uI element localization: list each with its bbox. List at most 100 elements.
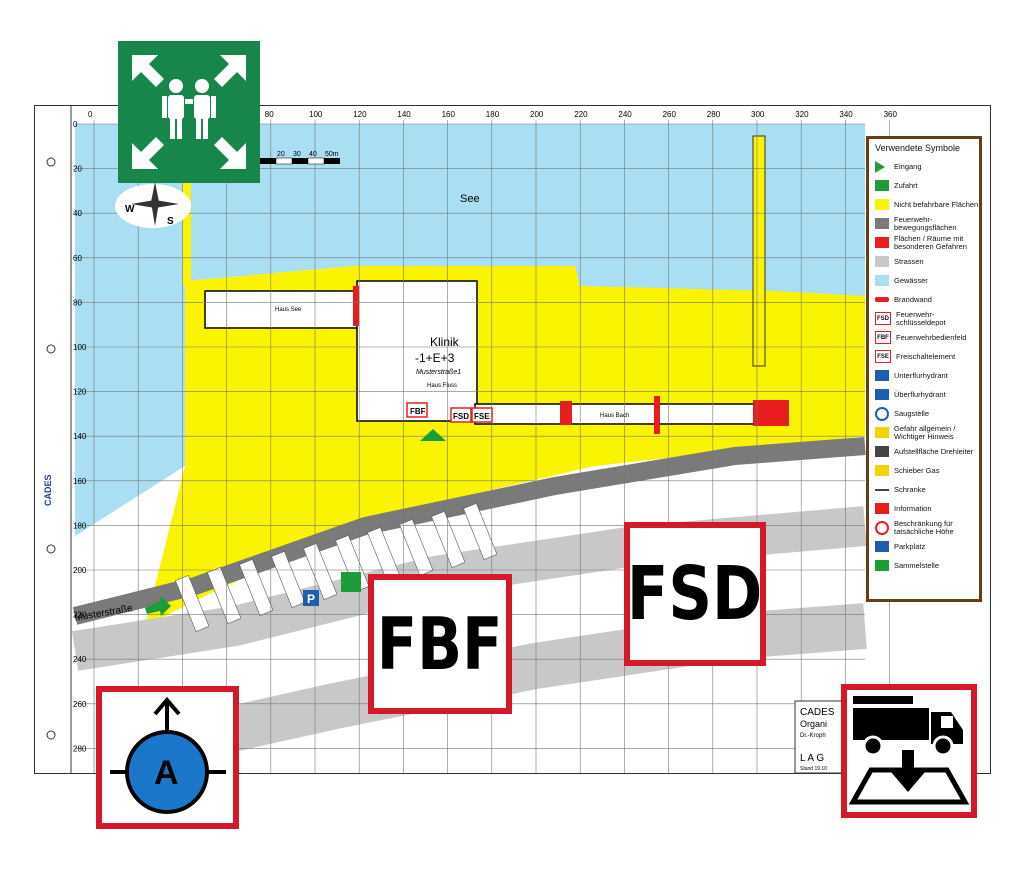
legend-label: Überflurhydrant: [894, 389, 946, 399]
parking-stall: [463, 502, 498, 560]
legend-swatch: [875, 256, 889, 267]
assembly-point-icon: [118, 41, 260, 183]
map-fbf-marker: [406, 402, 428, 418]
x-axis-label: 300: [751, 110, 765, 119]
map-fsd-marker: [450, 407, 472, 423]
legend-swatch: [875, 180, 889, 191]
connection-point-icon: A: [110, 696, 226, 814]
legend-item: Gefahr allgemein / Wichtiger Hinweis: [869, 423, 979, 442]
fire-truck-area-sign: [841, 684, 977, 818]
legend-label: Schranke: [894, 484, 926, 494]
y-axis-label: 240: [73, 655, 87, 664]
parking-stall: [303, 542, 338, 600]
punch-hole: [46, 344, 56, 354]
side-company-text: CADES: [43, 474, 53, 506]
assembly-point-sign: [118, 41, 260, 183]
x-axis-label: 120: [353, 110, 367, 119]
shore-strip: [183, 146, 191, 286]
site-plan-map: 0204060801001201401601802002202402602803…: [43, 106, 916, 773]
legend-label: Feuerwehr-bewegungsflächen: [894, 214, 957, 232]
legend-label: Schieber Gas: [894, 465, 940, 475]
compass-west: W: [125, 204, 135, 215]
legend-swatch: [875, 541, 889, 552]
legend-swatch: [875, 275, 889, 286]
x-axis-label: 0: [88, 110, 93, 119]
fsd-sign: FSD: [624, 522, 766, 666]
x-axis-label: 320: [795, 110, 809, 119]
legend-label: Beschränkung für tatsächliche Höhe: [894, 518, 954, 536]
access-arrow: [145, 596, 171, 616]
assembly-point-marker: [341, 572, 361, 592]
legend-item: Eingang: [869, 157, 979, 176]
x-axis-label: 200: [530, 110, 544, 119]
title-label: L A G: [800, 753, 824, 764]
legend-swatch: [875, 560, 889, 571]
legend-item: Saugstelle: [869, 404, 979, 423]
legend-label: Eingang: [894, 161, 922, 171]
fbf-sign: FBF: [368, 574, 512, 714]
legend-item: Aufstellfläche Drehleiter: [869, 442, 979, 461]
lake-area: [75, 124, 865, 536]
legend-swatch: [875, 160, 885, 173]
fire-wall-3: [654, 396, 660, 434]
haus-see-label: Haus See: [275, 307, 302, 313]
x-axis-label: 240: [618, 110, 632, 119]
punch-hole: [46, 157, 56, 167]
lake-label: See: [460, 193, 480, 205]
connection-point-letter: A: [154, 754, 179, 792]
map-fse-text: FSE: [474, 412, 490, 421]
legend-label: Gefahr allgemein / Wichtiger Hinweis: [894, 423, 956, 441]
legend-item: Parkplatz: [869, 537, 979, 556]
legend-item: Beschränkung für tatsächliche Höhe: [869, 518, 979, 537]
y-axis-label: 100: [73, 343, 87, 352]
x-axis-labels: 0204060801001201401601802002202402602803…: [88, 110, 897, 119]
legend-item: Schieber Gas: [869, 461, 979, 480]
legend-label: Information: [894, 503, 932, 513]
legend-item: Unterflurhydrant: [869, 366, 979, 385]
klinik-floors: -1+E+3: [415, 351, 455, 365]
scale-tick-20: 20: [277, 151, 285, 158]
street-area-south: [150, 603, 867, 769]
building-haus-see: [204, 290, 358, 329]
y-axis-label: 280: [73, 744, 87, 753]
scale-bar: 20 30 40 50m: [260, 151, 340, 165]
x-axis-label: 280: [707, 110, 721, 119]
parking-stall: [271, 550, 306, 608]
legend-label: Flächen / Räume mit besonderen Gefahren: [894, 233, 967, 251]
building-klinik: [356, 280, 478, 422]
map-fbf-text: FBF: [410, 407, 426, 416]
y-axis-label: 180: [73, 521, 87, 530]
legend-item: Nicht befahrbare Flächen: [869, 195, 979, 214]
entrance-triangle: [420, 429, 446, 441]
compass-south: S: [167, 216, 174, 227]
legend-label: Unterflurhydrant: [894, 370, 948, 380]
y-axis-label: 220: [73, 611, 87, 620]
connection-point-sign: A: [96, 686, 239, 829]
legend-item: Flächen / Räume mit besonderen Gefahren: [869, 233, 979, 252]
x-axis-label: 220: [574, 110, 588, 119]
x-axis-label: 100: [309, 110, 323, 119]
legend-swatch: [875, 406, 889, 421]
x-axis-label: 140: [397, 110, 411, 119]
y-axis-label: 40: [73, 209, 82, 218]
building-haus-bach: [474, 403, 786, 425]
scale-tick-50m: 50m: [325, 151, 339, 158]
fire-wall-2: [560, 401, 572, 425]
title-line3: Dr.-Kroph: [800, 733, 826, 739]
parking-stall: [175, 574, 210, 632]
punch-hole: [46, 544, 56, 554]
legend-item: Gewässer: [869, 271, 979, 290]
y-axis-label: 160: [73, 477, 87, 486]
legend-swatch: [875, 465, 889, 476]
legend-item: Schranke: [869, 480, 979, 499]
fsd-sign-text: FSD: [627, 551, 763, 637]
klinik-sub: Haus Fluss: [427, 383, 457, 389]
legend-item: Information: [869, 499, 979, 518]
map-sheet: 0204060801001201401601802002202402602803…: [34, 105, 991, 774]
fire-truck-icon: [848, 696, 970, 805]
y-axis-label: 140: [73, 432, 87, 441]
